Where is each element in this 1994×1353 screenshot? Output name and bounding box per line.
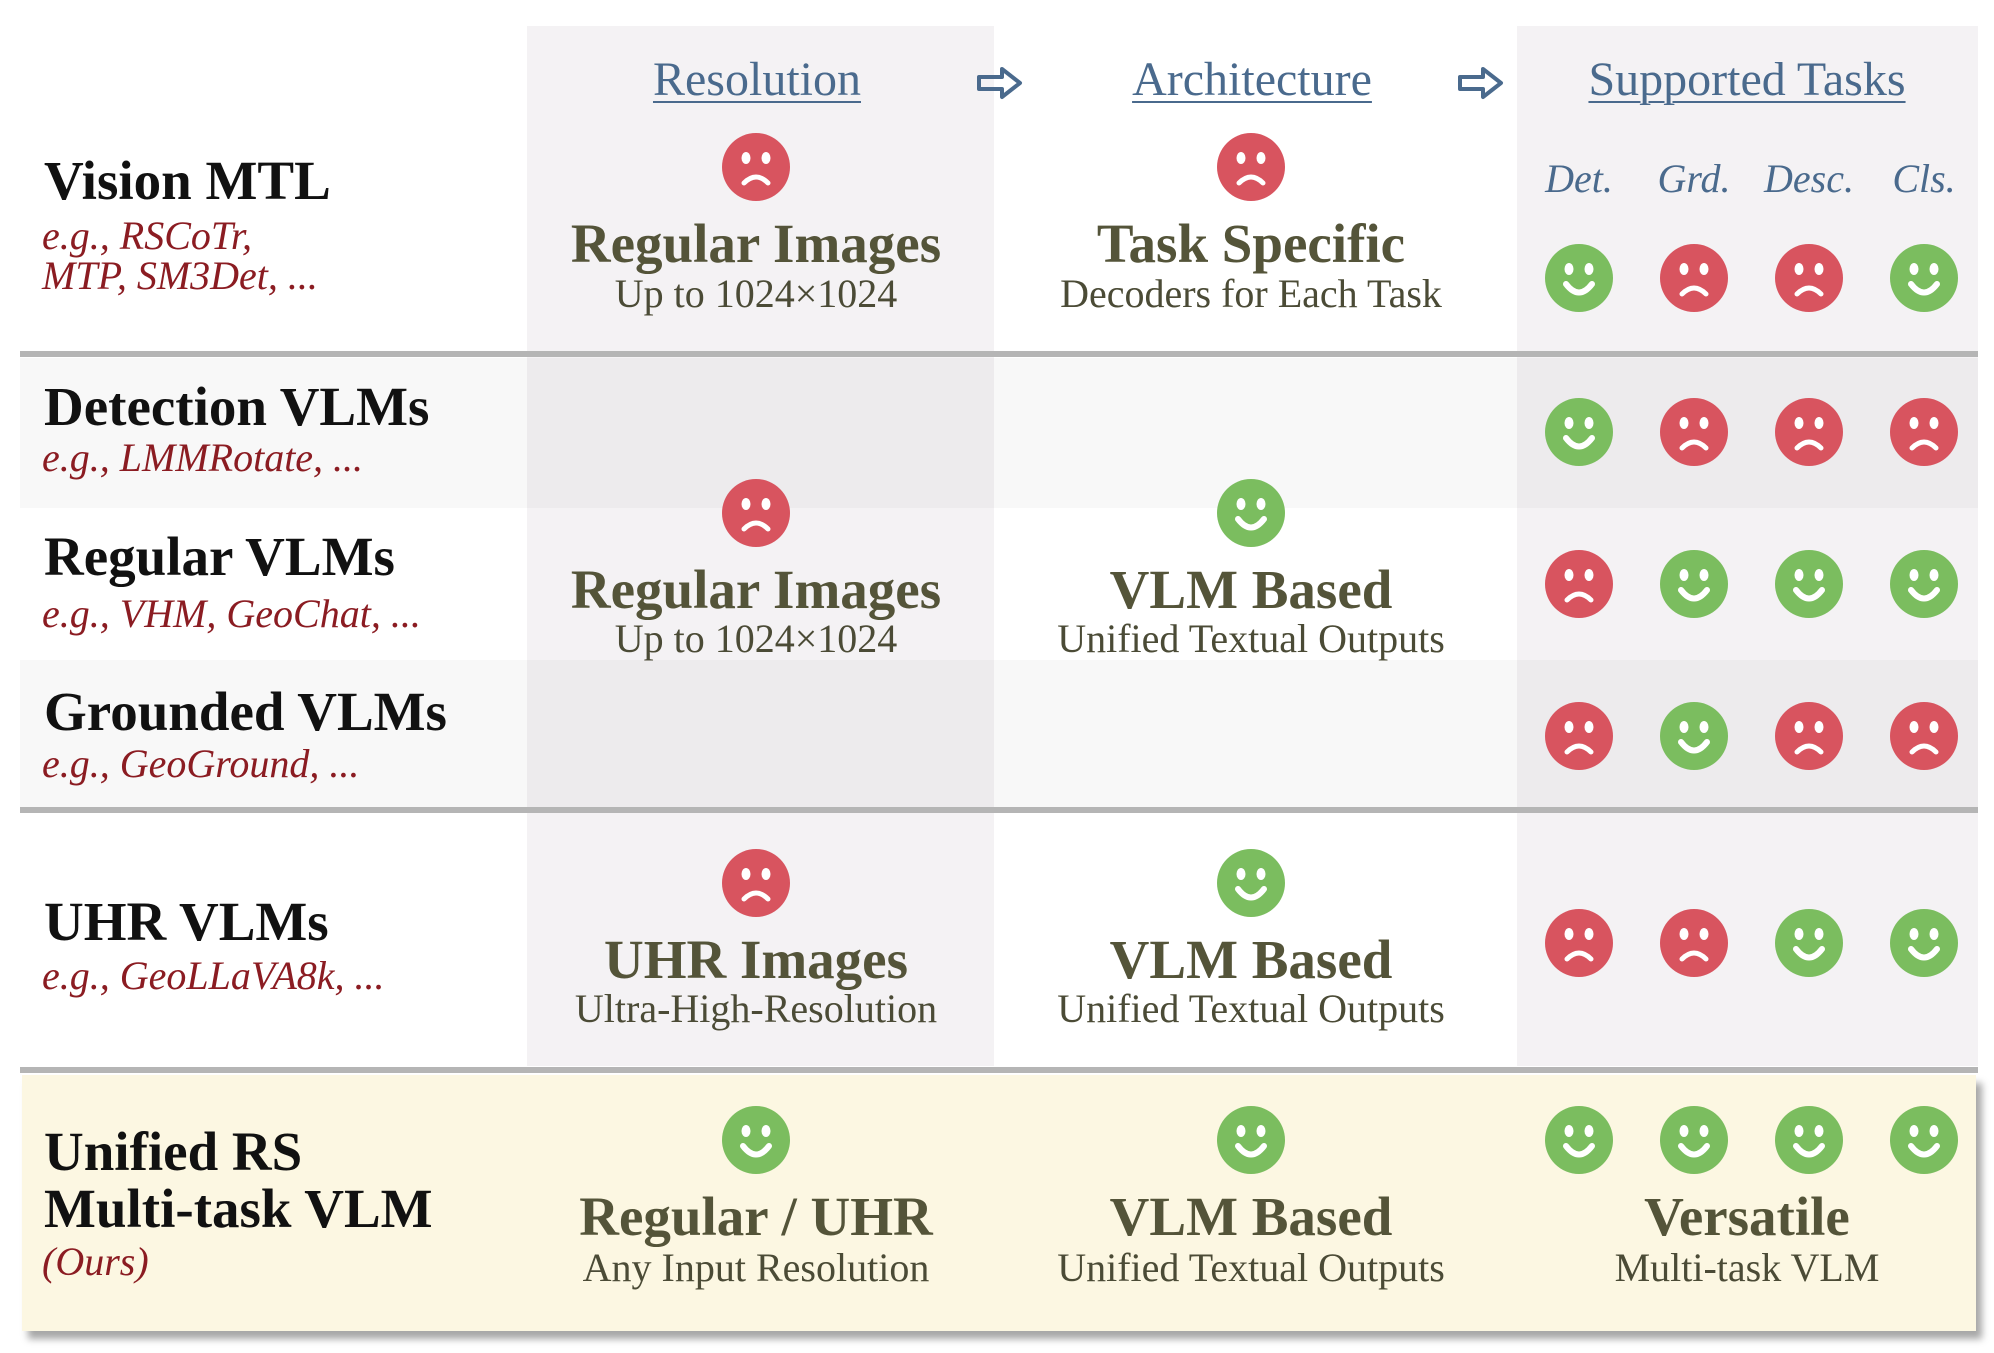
happy-face-icon bbox=[1544, 397, 1614, 467]
architecture-sub: Unified Textual Outputs bbox=[1057, 1245, 1445, 1290]
right-arrow-icon bbox=[1458, 67, 1503, 99]
tasks-column-bg bbox=[1517, 26, 1978, 1066]
row-example: MTP, SM3Det, ... bbox=[42, 253, 318, 298]
architecture-main: Task Specific bbox=[1096, 213, 1406, 274]
tasks-summary-sub: Multi-task VLM bbox=[1614, 1245, 1880, 1290]
sad-face-icon bbox=[1544, 908, 1614, 978]
sad-face-icon bbox=[1774, 701, 1844, 771]
row-title-regular-vlms: Regular VLMs bbox=[44, 526, 395, 587]
resolution-sub: Ultra-High-Resolution bbox=[574, 986, 938, 1031]
sad-face-icon bbox=[1659, 397, 1729, 467]
happy-face-icon bbox=[1216, 848, 1286, 918]
happy-face-icon bbox=[721, 1105, 791, 1175]
happy-face-icon bbox=[1774, 908, 1844, 978]
happy-face-icon bbox=[1889, 243, 1959, 313]
row-title-detection-vlms: Detection VLMs bbox=[44, 376, 430, 437]
happy-face-icon bbox=[1889, 908, 1959, 978]
sad-face-icon bbox=[1659, 908, 1729, 978]
resolution-main: UHR Images bbox=[603, 929, 908, 990]
row-title-multi-task-vlm: Multi-task VLM bbox=[44, 1178, 433, 1239]
architecture-main: VLM Based bbox=[1109, 929, 1393, 990]
sad-face-icon bbox=[1216, 132, 1286, 202]
tasks-summary-main: Versatile bbox=[1644, 1186, 1850, 1247]
row-title-uhr-vlms: UHR VLMs bbox=[44, 891, 329, 952]
sad-face-icon bbox=[721, 132, 791, 202]
separator bbox=[20, 1067, 1978, 1073]
happy-face-icon bbox=[1216, 1105, 1286, 1175]
resolution-sub: Any Input Resolution bbox=[582, 1245, 930, 1290]
happy-face-icon bbox=[1659, 549, 1729, 619]
happy-face-icon bbox=[1659, 1105, 1729, 1175]
architecture-sub: Decoders for Each Task bbox=[1060, 271, 1442, 316]
separator bbox=[20, 807, 1978, 813]
architecture-sub: Unified Textual Outputs bbox=[1057, 986, 1445, 1031]
happy-face-icon bbox=[1659, 701, 1729, 771]
sad-face-icon bbox=[721, 478, 791, 548]
ours-highlight-box bbox=[22, 1075, 1976, 1331]
resolution-main: Regular / UHR bbox=[579, 1186, 933, 1247]
row-example: e.g., GeoLLaVA8k, ... bbox=[42, 953, 385, 998]
row-example: e.g., GeoGround, ... bbox=[42, 741, 360, 786]
supported-tasks-header: Supported Tasks bbox=[1588, 53, 1906, 106]
happy-face-icon bbox=[1544, 1105, 1614, 1175]
architecture-header: Architecture bbox=[1132, 53, 1372, 106]
architecture-sub: Unified Textual Outputs bbox=[1057, 616, 1445, 661]
task-header-grd: Grd. bbox=[1657, 156, 1731, 201]
task-header-cls: Cls. bbox=[1892, 156, 1956, 201]
sad-face-icon bbox=[1889, 701, 1959, 771]
sad-face-icon bbox=[1774, 243, 1844, 313]
architecture-main: VLM Based bbox=[1109, 1186, 1393, 1247]
happy-face-icon bbox=[1889, 549, 1959, 619]
row-title-unified-rs: Unified RS bbox=[44, 1121, 303, 1182]
architecture-main: VLM Based bbox=[1109, 559, 1393, 620]
sad-face-icon bbox=[1889, 397, 1959, 467]
resolution-sub: Up to 1024×1024 bbox=[614, 616, 898, 661]
sad-face-icon bbox=[1659, 243, 1729, 313]
row-example: e.g., LMMRotate, ... bbox=[42, 435, 364, 480]
separator bbox=[20, 351, 1978, 357]
row-example-ours: (Ours) bbox=[42, 1239, 149, 1284]
sad-face-icon bbox=[1544, 549, 1614, 619]
task-header-desc: Desc. bbox=[1764, 156, 1854, 201]
happy-face-icon bbox=[1774, 549, 1844, 619]
sad-face-icon bbox=[1774, 397, 1844, 467]
row-title-grounded-vlms: Grounded VLMs bbox=[44, 681, 447, 742]
happy-face-icon bbox=[1774, 1105, 1844, 1175]
sad-face-icon bbox=[721, 848, 791, 918]
happy-face-icon bbox=[1544, 243, 1614, 313]
right-arrow-icon bbox=[977, 67, 1022, 99]
resolution-sub: Up to 1024×1024 bbox=[614, 271, 898, 316]
resolution-main: Regular Images bbox=[570, 559, 942, 620]
resolution-header: Resolution bbox=[652, 53, 861, 106]
row-example: e.g., RSCoTr, bbox=[42, 213, 253, 258]
sad-face-icon bbox=[1544, 701, 1614, 771]
resolution-main: Regular Images bbox=[570, 213, 942, 274]
happy-face-icon bbox=[1889, 1105, 1959, 1175]
row-example: e.g., VHM, GeoChat, ... bbox=[42, 591, 421, 636]
row-title-vision-mtl: Vision MTL bbox=[44, 150, 331, 211]
task-header-det: Det. bbox=[1545, 156, 1613, 201]
happy-face-icon bbox=[1216, 478, 1286, 548]
